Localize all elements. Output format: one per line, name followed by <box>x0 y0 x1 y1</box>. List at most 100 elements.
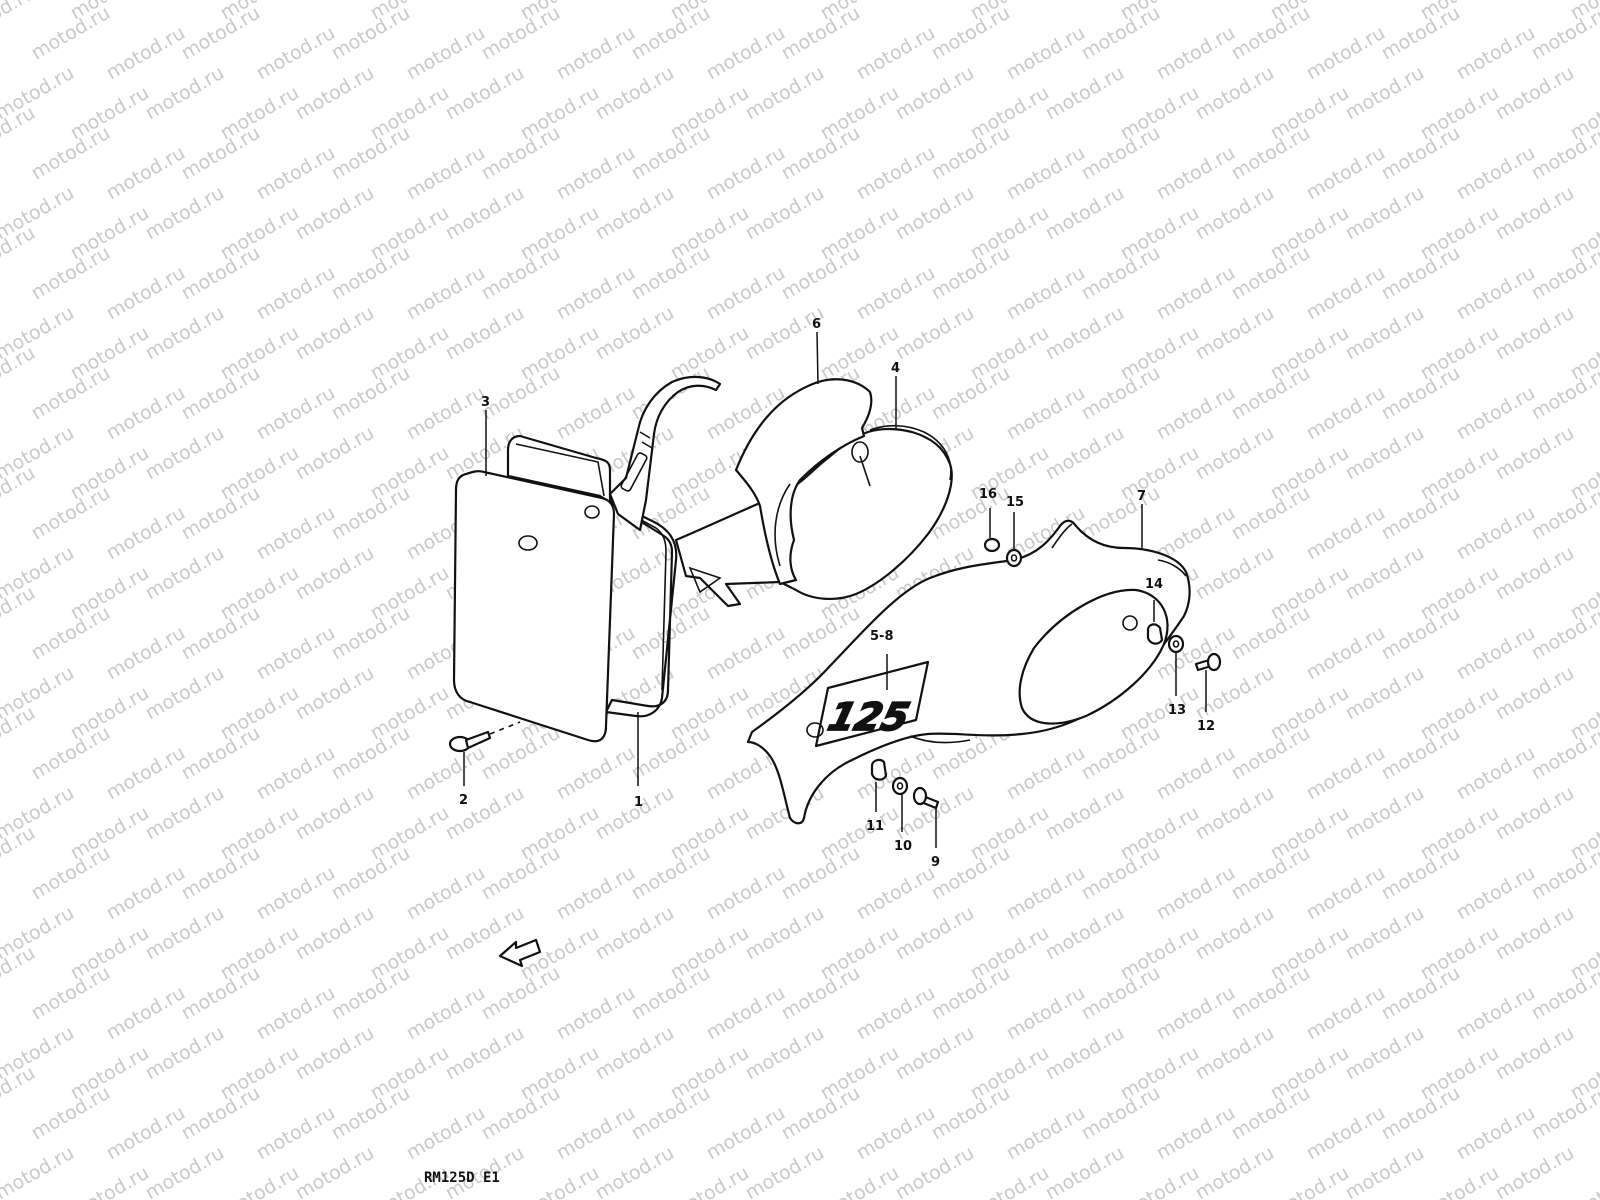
watermark-text: motod.ru <box>0 402 3 465</box>
watermark-text: motod.ru <box>1042 182 1128 245</box>
watermark-text: motod.ru <box>1267 1162 1353 1200</box>
watermark-text: motod.ru <box>253 142 339 205</box>
leader-lines <box>463 331 1207 848</box>
watermark-text: motod.ru <box>1153 262 1239 325</box>
washer-part-10 <box>891 776 909 796</box>
watermark-text: motod.ru <box>853 862 939 925</box>
watermark-text: motod.ru <box>553 862 639 925</box>
watermark-text: motod.ru <box>142 782 228 845</box>
watermark-text: motod.ru <box>142 422 228 485</box>
callout-labels: 1 2 3 4 5-8 6 7 9 10 11 12 13 14 15 16 <box>459 317 1215 870</box>
number-plate-front <box>452 470 616 743</box>
watermark-text: motod.ru <box>1303 262 1389 325</box>
watermark-text: motod.ru <box>853 1102 939 1165</box>
watermark-text: motod.ru <box>1528 842 1600 905</box>
watermark-text: motod.ru <box>0 882 3 945</box>
watermark-text: motod.ru <box>703 22 789 85</box>
watermark-text: motod.ru <box>1492 62 1578 125</box>
washer-part-13 <box>1167 634 1185 654</box>
watermark-text: motod.ru <box>292 302 378 365</box>
watermark-text: motod.ru <box>217 1162 303 1200</box>
callout-4: 4 <box>891 361 900 376</box>
watermark-text: motod.ru <box>1003 862 1089 925</box>
watermark-text: motod.ru <box>1492 542 1578 605</box>
watermark-text: motod.ru <box>1117 1162 1203 1200</box>
watermark-text: motod.ru <box>1042 782 1128 845</box>
watermark-text: motod.ru <box>403 742 489 805</box>
watermark-text: motod.ru <box>1342 902 1428 965</box>
watermark-text: motod.ru <box>1528 362 1600 425</box>
watermark-text: motod.ru <box>1342 182 1428 245</box>
watermark-text: motod.ru <box>1342 62 1428 125</box>
watermark-text: motod.ru <box>1192 302 1278 365</box>
bracket-slot <box>620 452 648 492</box>
callout-7: 7 <box>1137 489 1146 504</box>
watermark-text: motod.ru <box>592 1022 678 1085</box>
watermark-text: motod.ru <box>892 62 978 125</box>
watermark-text: motod.ru <box>553 262 639 325</box>
cover-grommet-hole <box>851 441 869 463</box>
watermark-text: motod.ru <box>1492 422 1578 485</box>
watermark-text: motod.ru <box>1042 422 1128 485</box>
watermark-text: motod.ru <box>703 982 789 1045</box>
watermark-text: motod.ru <box>403 262 489 325</box>
watermark-text: motod.ru <box>553 22 639 85</box>
watermark-text: motod.ru <box>442 1022 528 1085</box>
callout-10: 10 <box>894 839 912 854</box>
watermark-text: motod.ru <box>742 302 828 365</box>
watermark-text: motod.ru <box>703 142 789 205</box>
watermark-text: motod.ru <box>1492 0 1578 4</box>
decal-125: 125 <box>814 660 930 748</box>
watermark-text: motod.ru <box>667 1162 753 1200</box>
watermark-text: motod.ru <box>1192 782 1278 845</box>
watermark-text: motod.ru <box>292 902 378 965</box>
watermark-text: motod.ru <box>142 62 228 125</box>
watermark-text: motod.ru <box>142 1142 228 1200</box>
watermark-text: motod.ru <box>142 902 228 965</box>
watermark-text: motod.ru <box>253 22 339 85</box>
watermark-text: motod.ru <box>1042 1022 1128 1085</box>
watermark-text: motod.ru <box>403 382 489 445</box>
watermark-text: motod.ru <box>403 142 489 205</box>
watermark-text: motod.ru <box>103 502 189 565</box>
watermark-text: motod.ru <box>742 0 828 4</box>
watermark-text: motod.ru <box>1528 602 1600 665</box>
watermark-text: motod.ru <box>1342 302 1428 365</box>
watermark-text: motod.ru <box>0 1122 3 1185</box>
watermark-text: motod.ru <box>67 1162 153 1200</box>
watermark-text: motod.ru <box>253 982 339 1045</box>
watermark-text: motod.ru <box>1453 502 1539 565</box>
watermark-text: motod.ru <box>892 302 978 365</box>
watermark-text: motod.ru <box>1342 0 1428 4</box>
watermark-text: motod.ru <box>292 182 378 245</box>
watermark-text: motod.ru <box>442 302 528 365</box>
watermark-text: motod.ru <box>1342 662 1428 725</box>
watermark-text: motod.ru <box>1453 22 1539 85</box>
watermark-text: motod.ru <box>0 1142 78 1200</box>
watermark-text: motod.ru <box>1492 782 1578 845</box>
watermark-text: motod.ru <box>892 182 978 245</box>
watermark-text: motod.ru <box>592 302 678 365</box>
watermark-text: motod.ru <box>1528 122 1600 185</box>
watermark-text: motod.ru <box>1453 262 1539 325</box>
callout-16: 16 <box>979 487 997 502</box>
watermark-text: motod.ru <box>1042 0 1128 4</box>
watermark-text: motod.ru <box>853 22 939 85</box>
watermark-text: motod.ru <box>0 282 3 345</box>
right-cover-cutout <box>1018 588 1169 725</box>
watermark-text: motod.ru <box>1192 1142 1278 1200</box>
callout-13: 13 <box>1168 703 1186 718</box>
watermark-text: motod.ru <box>703 262 789 325</box>
watermark-text: motod.ru <box>853 262 939 325</box>
watermark-text: motod.ru <box>1528 2 1600 65</box>
watermark-text: motod.ru <box>1453 1102 1539 1165</box>
bolt-part-12 <box>1194 652 1222 672</box>
watermark-text: motod.ru <box>103 1102 189 1165</box>
watermark-text: motod.ru <box>442 62 528 125</box>
watermark-text: motod.ru <box>1528 1082 1600 1145</box>
watermark-text: motod.ru <box>892 1142 978 1200</box>
watermark-text: motod.ru <box>1192 62 1278 125</box>
plate-hole <box>518 535 538 551</box>
watermark-text: motod.ru <box>142 662 228 725</box>
watermark-text: motod.ru <box>442 182 528 245</box>
